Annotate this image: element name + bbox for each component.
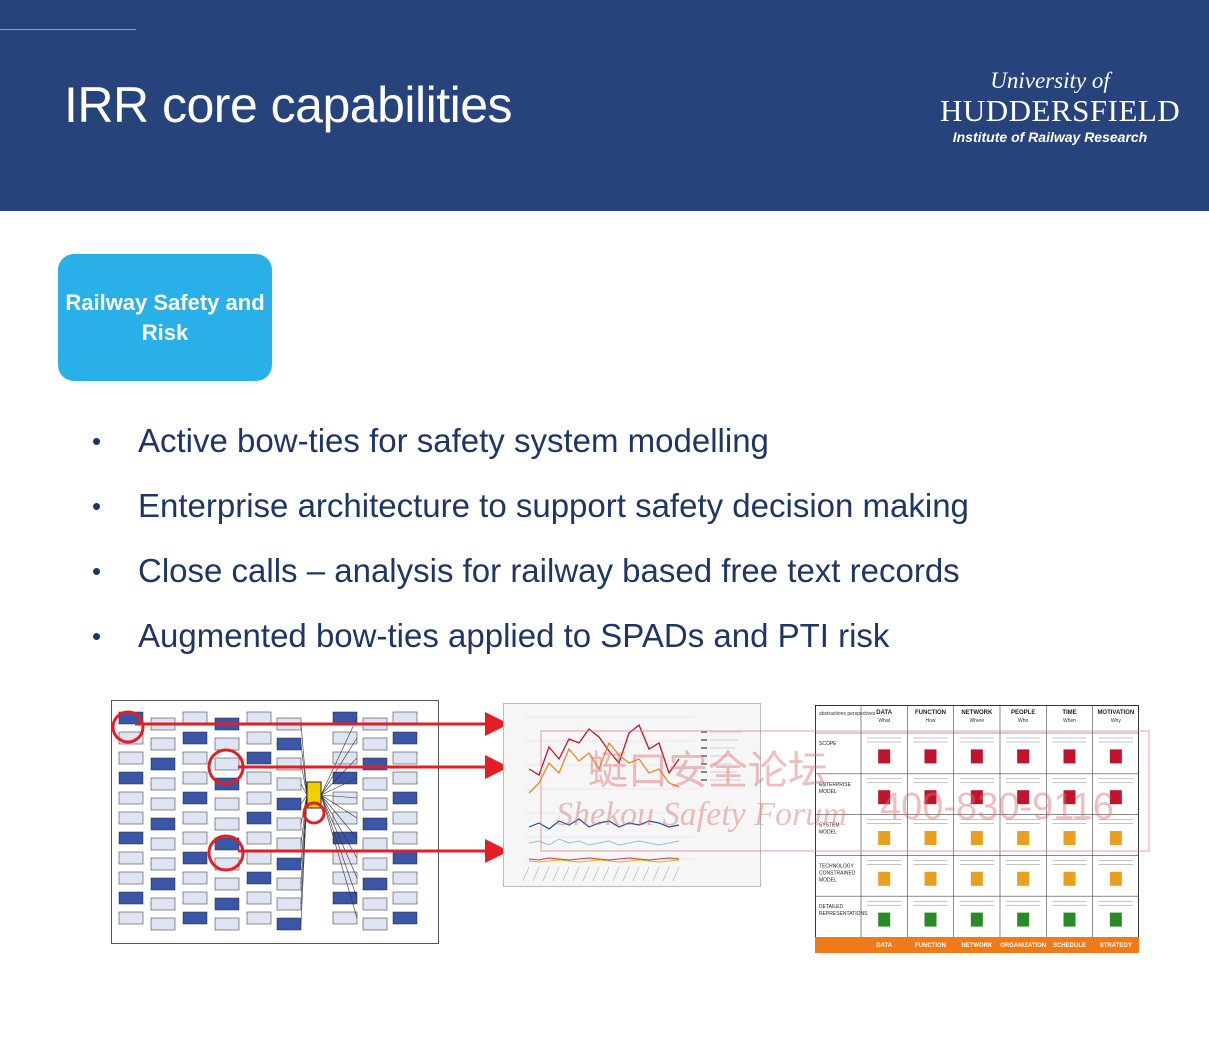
zachman-footer-label: DATA: [876, 943, 892, 949]
zachman-footer-label: STRATEGY: [1100, 943, 1132, 949]
watermark-en: Shekou Safety Forum: [556, 796, 847, 833]
zachman-cell-icon: [878, 831, 891, 845]
logo-university-of: University of: [990, 68, 1110, 93]
header-rule: [0, 29, 136, 30]
zachman-column-header: DATA: [876, 710, 892, 716]
slide-title: IRR core capabilities: [64, 77, 513, 133]
bowtie-diagram-svg: [111, 700, 439, 944]
capability-list: • Active bow-ties for safety system model…: [90, 415, 1150, 675]
zachman-row-label: REPRESENTATIONS: [819, 911, 868, 917]
bullet-item: • Close calls – analysis for railway base…: [90, 545, 1150, 610]
zachman-cell-icon: [1109, 871, 1122, 886]
zachman-cell-icon: [1017, 912, 1030, 927]
zachman-column-header: MOTIVATION: [1097, 710, 1134, 716]
zachman-cell-icon: [1109, 831, 1122, 845]
zachman-row-label: DETAILED: [819, 904, 843, 910]
zachman-column-header: FUNCTION: [915, 710, 946, 716]
bullet-dot: •: [92, 426, 102, 456]
zachman-cell-icon: [1109, 912, 1122, 927]
zachman-cell-icon: [924, 831, 937, 845]
zachman-row-label: CONSTRAINED: [819, 870, 856, 876]
zachman-footer-label: FUNCTION: [915, 943, 946, 949]
bowtie-diagram-image: [111, 700, 439, 944]
zachman-row-label: TECHNOLOGY: [819, 863, 855, 869]
zachman-column-header: NETWORK: [961, 710, 993, 716]
logo-huddersfield: HUDDERSFIELD: [940, 93, 1181, 128]
header-banner: IRR core capabilities University of HUDD…: [0, 0, 1209, 211]
zachman-row-label: SYSTEM: [819, 823, 840, 829]
zachman-cell-icon: [1017, 831, 1030, 845]
zachman-cell-icon: [970, 871, 983, 886]
zachman-row-label: MODEL: [819, 789, 837, 795]
zachman-row-label: ENTERPRISE: [819, 782, 852, 788]
close-calls-chart-image: [503, 703, 761, 887]
zachman-cell-icon: [970, 749, 983, 764]
zachman-row-label: MODEL: [819, 877, 837, 883]
zachman-cell-icon: [970, 912, 983, 927]
bullet-text: Active bow-ties for safety system modell…: [138, 422, 769, 459]
bullet-dot: •: [92, 556, 102, 586]
zachman-cell-icon: [924, 912, 937, 927]
watermark-cn: 蜓口安全论坛: [588, 748, 828, 794]
zachman-column-header: TIME: [1062, 710, 1076, 716]
zachman-cell-icon: [878, 749, 891, 764]
zachman-cell-icon: [1109, 790, 1122, 805]
zachman-cell-icon: [924, 871, 937, 886]
zachman-footer-label: NETWORK: [961, 943, 993, 949]
logo-institute: Institute of Railway Research: [952, 129, 1148, 145]
zachman-column-sub: When: [1063, 718, 1076, 724]
zachman-cell-icon: [1017, 749, 1030, 764]
zachman-column-header: PEOPLE: [1011, 710, 1035, 716]
zachman-cell-icon: [1063, 749, 1076, 764]
bullet-item: • Augmented bow-ties applied to SPADs and…: [90, 610, 1150, 675]
zachman-cell-icon: [1063, 871, 1076, 886]
zachman-cell-icon: [1063, 912, 1076, 927]
zachman-cell-icon: [970, 790, 983, 805]
close-calls-chart-svg: [503, 703, 761, 887]
zachman-cell-icon: [1063, 831, 1076, 845]
zachman-cell-icon: [878, 871, 891, 886]
watermark-num: 400-830-9116: [880, 786, 1114, 828]
zachman-column-sub: Why: [1111, 718, 1122, 724]
zachman-row-label: MODEL: [819, 830, 837, 836]
zachman-column-sub: Where: [969, 718, 984, 724]
watermark-box: [540, 730, 1150, 852]
zachman-column-sub: How: [925, 718, 935, 724]
bullet-item: • Enterprise architecture to support safe…: [90, 480, 1150, 545]
zachman-cell-icon: [878, 912, 891, 927]
bullet-text: Augmented bow-ties applied to SPADs and …: [138, 617, 890, 654]
zachman-cell-icon: [1017, 871, 1030, 886]
zachman-footer-label: SCHEDULE: [1053, 943, 1086, 949]
university-logo: University of HUDDERSFIELD Institute of …: [940, 68, 1181, 146]
zachman-footer-label: ORGANIZATION: [1000, 943, 1046, 949]
bullet-dot: •: [92, 621, 102, 651]
zachman-cell-icon: [970, 831, 983, 845]
bullet-text: Enterprise architecture to support safet…: [138, 487, 969, 524]
zachman-cell-icon: [1017, 790, 1030, 805]
railway-safety-tag: Railway Safety and Risk: [58, 254, 272, 381]
bullet-dot: •: [92, 491, 102, 521]
zachman-column-sub: Who: [1018, 718, 1028, 724]
bullet-item: • Active bow-ties for safety system model…: [90, 415, 1150, 480]
zachman-row-label: SCOPE: [819, 741, 837, 747]
zachman-corner: abstractions perspectives: [819, 711, 876, 717]
zachman-cell-icon: [1109, 749, 1122, 764]
bullet-text: Close calls – analysis for railway based…: [138, 552, 960, 589]
zachman-cell-icon: [924, 749, 937, 764]
zachman-column-sub: What: [878, 718, 890, 724]
zachman-cell-icon: [924, 790, 937, 805]
zachman-cell-icon: [878, 790, 891, 805]
zachman-cell-icon: [1063, 790, 1076, 805]
